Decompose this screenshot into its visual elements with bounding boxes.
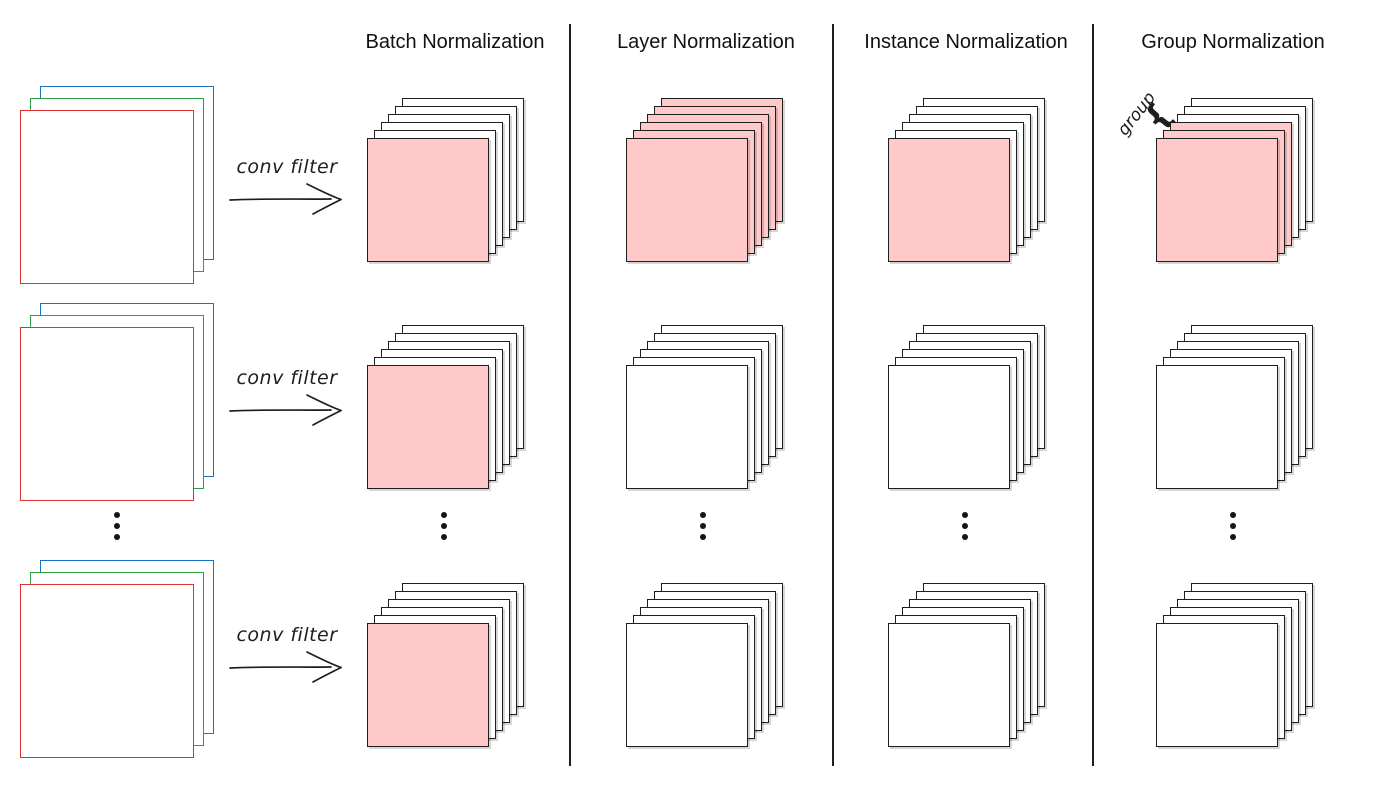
ellipsis-dot (441, 512, 447, 518)
ellipsis-dot (441, 534, 447, 540)
feature-map-stack-layer (626, 325, 786, 493)
conv-filter-label: conv filter (236, 624, 338, 646)
ellipsis-dot (114, 512, 120, 518)
feature-map-highlighted (1156, 138, 1278, 262)
input-image-stack (20, 560, 236, 760)
ellipsis-dot (700, 523, 706, 529)
feature-map-highlighted (626, 138, 748, 262)
feature-map (626, 365, 748, 489)
feature-map (626, 623, 748, 747)
ellipsis-dot (1230, 523, 1236, 529)
input-image-stack (20, 303, 236, 503)
feature-map-stack-batch (367, 325, 527, 493)
ellipsis-dot (114, 534, 120, 540)
feature-map-stack-batch (367, 98, 527, 266)
feature-map-stack-group (1156, 325, 1316, 493)
feature-map-stack-group (1156, 98, 1316, 266)
vertical-ellipsis (1230, 512, 1238, 545)
feature-map-stack-instance (888, 98, 1048, 266)
feature-map-highlighted (888, 138, 1010, 262)
input-channel-red (20, 110, 194, 284)
ellipsis-dot (962, 534, 968, 540)
ellipsis-dot (1230, 512, 1236, 518)
feature-map (888, 365, 1010, 489)
column-divider (1092, 24, 1094, 766)
feature-map (1156, 365, 1278, 489)
feature-map-highlighted (367, 365, 489, 489)
conv-arrow-icon (228, 177, 348, 221)
input-channel-red (20, 327, 194, 501)
header-group-normalization: Group Normalization (1141, 31, 1325, 53)
feature-map-stack-instance (888, 583, 1048, 751)
ellipsis-dot (441, 523, 447, 529)
feature-map-stack-batch (367, 583, 527, 751)
vertical-ellipsis (700, 512, 708, 545)
input-image-stack (20, 86, 236, 286)
vertical-ellipsis (962, 512, 970, 545)
ellipsis-dot (1230, 534, 1236, 540)
feature-map-highlighted (367, 138, 489, 262)
vertical-ellipsis (441, 512, 449, 545)
input-channel-red (20, 584, 194, 758)
feature-map-stack-layer (626, 583, 786, 751)
feature-map-highlighted (367, 623, 489, 747)
feature-map-stack-group (1156, 583, 1316, 751)
conv-filter-label: conv filter (236, 156, 338, 178)
ellipsis-dot (962, 512, 968, 518)
ellipsis-dot (962, 523, 968, 529)
ellipsis-dot (700, 534, 706, 540)
column-divider (569, 24, 571, 766)
conv-arrow-icon (228, 645, 348, 689)
conv-filter-label: conv filter (236, 367, 338, 389)
feature-map (888, 623, 1010, 747)
header-batch-normalization: Batch Normalization (365, 31, 545, 53)
vertical-ellipsis (114, 512, 122, 545)
feature-map (1156, 623, 1278, 747)
feature-map-stack-instance (888, 325, 1048, 493)
conv-arrow-icon (228, 388, 348, 432)
ellipsis-dot (114, 523, 120, 529)
header-instance-normalization: Instance Normalization (864, 31, 1068, 53)
feature-map-stack-layer (626, 98, 786, 266)
column-divider (832, 24, 834, 766)
ellipsis-dot (700, 512, 706, 518)
header-layer-normalization: Layer Normalization (617, 31, 795, 53)
